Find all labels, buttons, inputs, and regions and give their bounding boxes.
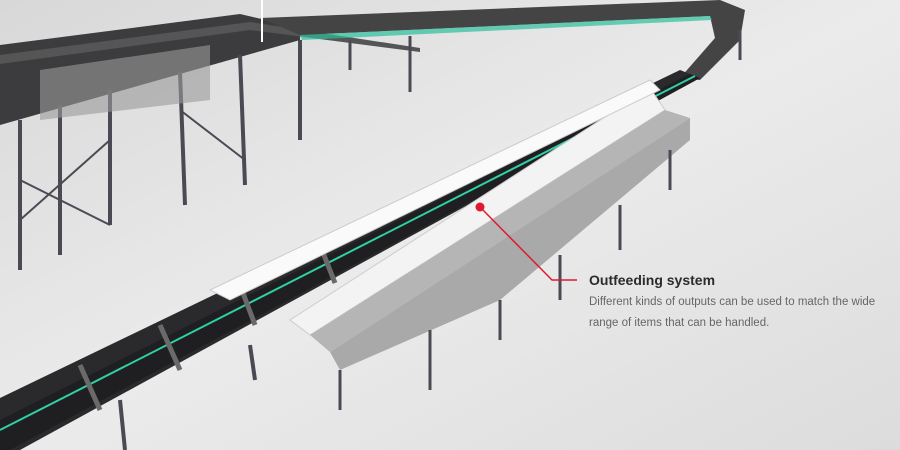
hotspot-title: Outfeeding system — [589, 272, 716, 288]
hotspot-leader-line — [479, 206, 577, 281]
hotspot-callout: Outfeeding system Different kinds of out… — [589, 270, 889, 333]
outfeed-chutes — [208, 79, 690, 352]
hotspot-description: Different kinds of outputs can be used t… — [589, 296, 876, 329]
return-loop-belt — [260, 0, 745, 92]
hotspot-marker[interactable] — [475, 202, 485, 212]
outfeed-tables — [330, 118, 690, 410]
